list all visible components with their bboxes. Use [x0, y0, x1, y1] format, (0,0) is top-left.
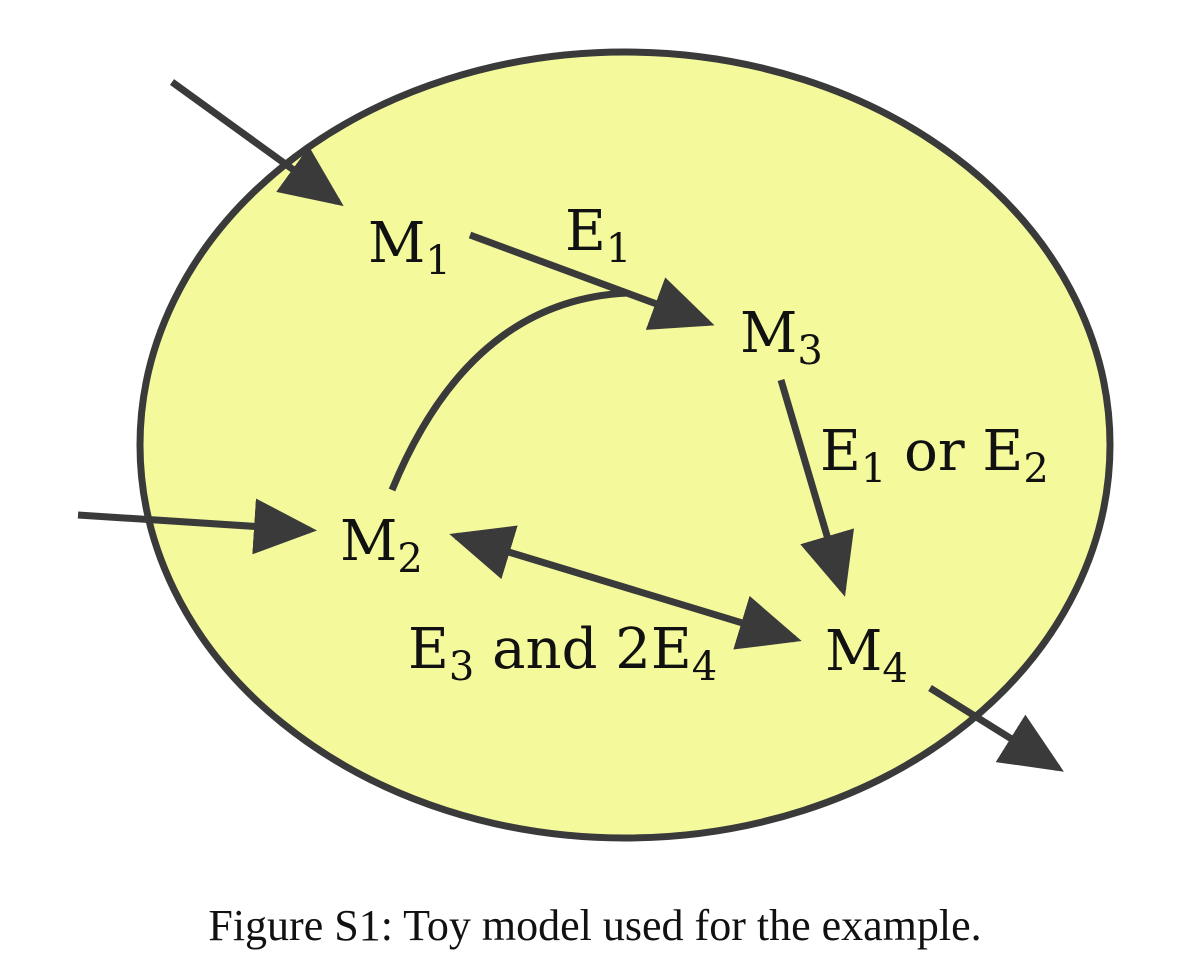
toy-model-diagram: M1 M2 M3 M4 E1 E1 or E2 E3 and 2E4: [77, 48, 1114, 842]
edge-label-m2-m4: E3 and 2E4: [408, 617, 717, 690]
edge-label-m1-m3: E1: [565, 199, 631, 272]
arrow-m1-m3: [468, 231, 715, 330]
figure-caption: Figure S1: Toy model used for the exampl…: [208, 901, 982, 950]
curve-m2-to-m1m3: [388, 289, 629, 492]
node-m1: M1: [368, 211, 451, 284]
output-arrow-m4: [928, 685, 1064, 772]
edge-label-m3-m4: E1 or E2: [820, 419, 1049, 492]
node-m4: M4: [825, 619, 908, 692]
node-m3: M3: [740, 301, 823, 374]
arrow-m3-m4: [777, 379, 854, 597]
input-arrow-m2: [77, 498, 317, 555]
input-arrow-m1: [169, 79, 344, 207]
arrow-m2-m4-bidirectional: [449, 525, 802, 650]
cell-ellipse: [136, 48, 1114, 842]
node-m2: M2: [340, 509, 423, 582]
